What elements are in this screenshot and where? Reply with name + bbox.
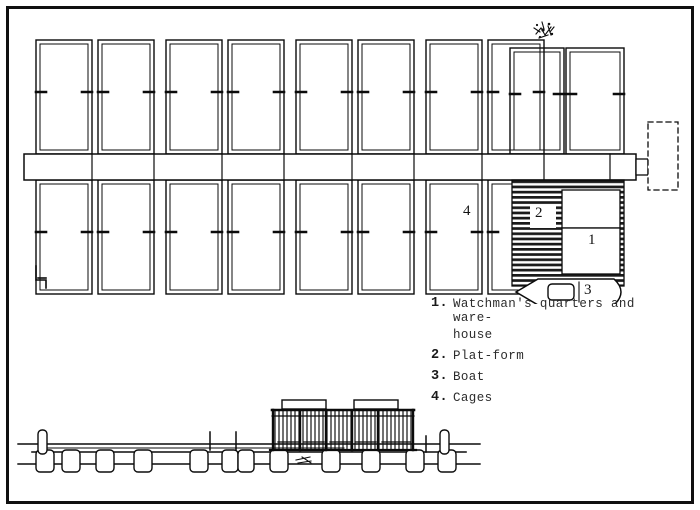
legend-label-1: Watchman's quarters and ware- [453, 297, 635, 325]
plan-view: 4 2 1 3 [14, 14, 686, 304]
float-pontoons [35, 449, 457, 473]
legend-item-2: 2. Plat-form [431, 348, 681, 364]
mooring-posts [37, 429, 450, 455]
legend-label-1-continued: house [453, 328, 493, 342]
legend-label-3: Boat [453, 370, 485, 384]
legend-number-2: 2. [431, 348, 449, 363]
callout-2: 2 [535, 205, 543, 221]
central-walkway [23, 153, 649, 181]
legend-label-4: Cages [453, 391, 493, 405]
vegetation-mark [533, 21, 555, 39]
plan-drawing [23, 21, 679, 304]
elevation-drawing [17, 399, 481, 473]
underdeck-mark [295, 456, 312, 464]
legend-number-4: 4. [431, 390, 449, 405]
cleat-detail [35, 265, 47, 289]
legend-item-4: 4. Cages [431, 390, 681, 406]
watchmans-quarters [561, 189, 621, 275]
boat-shape [514, 278, 622, 304]
callout-4: 4 [463, 203, 471, 219]
legend-number-1: 1. [431, 296, 449, 311]
cage-block-2 [164, 39, 286, 295]
legend-label-2: Plat-form [453, 349, 525, 363]
dashed-annex [647, 121, 679, 191]
callout-1: 1 [588, 232, 596, 248]
callout-3: 3 [584, 282, 592, 298]
legend-item-3: 3. Boat [431, 369, 681, 385]
legend-item-1: 1. Watchman's quarters and ware- [431, 296, 681, 326]
legend: 1. Watchman's quarters and ware- house 2… [431, 297, 681, 412]
watch-house-structure [268, 399, 418, 452]
cage-block-5 [508, 47, 626, 155]
elevation-view [14, 392, 484, 497]
legend-number-3: 3. [431, 369, 449, 384]
